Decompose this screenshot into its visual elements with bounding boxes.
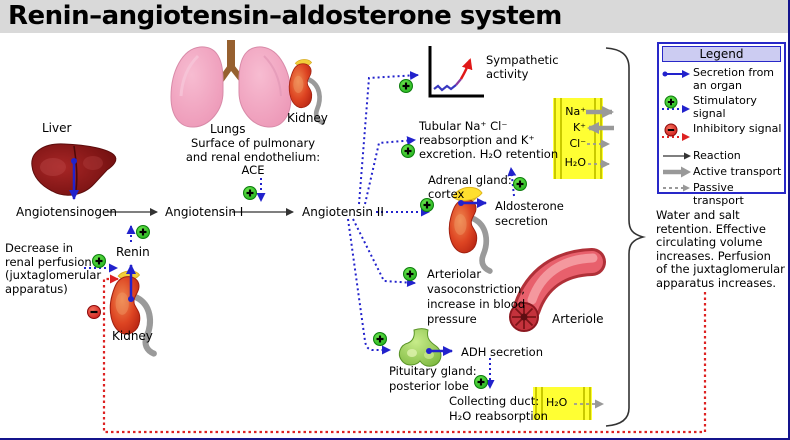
duct-ion-label-h2o: H₂O [546, 396, 568, 409]
legend-item-inhibitory: Inhibitory signal [661, 121, 784, 142]
kidney-left-label: Kidney [112, 329, 153, 343]
passive-transport-arrows [574, 139, 610, 409]
liver-label: Liver [42, 121, 72, 135]
stimulatory-signal-icon [662, 95, 690, 113]
inhibitory-minus-icon [87, 305, 101, 319]
ion-label-na: Na⁺ [565, 105, 586, 118]
inhibitory-signal-icon [662, 123, 690, 141]
legend-item-reaction: Reaction [661, 148, 784, 163]
ion-label-k: K⁺ [572, 121, 586, 134]
active-transport-icon [663, 166, 691, 178]
legend-title: Legend [662, 46, 781, 62]
tubular-reabsorption-text: Tubular Na⁺ Cl⁻ reabsorption and K⁺ excr… [419, 119, 559, 161]
ion-label-cl: Cl⁻ [569, 137, 586, 150]
stimulatory-plus-icons [92, 79, 527, 389]
adh-secretion-label: ADH secretion [461, 345, 543, 359]
passive-transport-icon [663, 184, 690, 192]
pituitary-gland-label: Pituitary gland: posterior lobe [389, 364, 477, 393]
stimulatory-signal-arrows [84, 70, 517, 389]
water-salt-retention-text: Water and salt retention. Effective circ… [656, 208, 785, 290]
adrenal-gland-label: Adrenal gland: cortex [428, 173, 512, 201]
reaction-arrow-icon [663, 152, 691, 160]
ace-text: Surface of pulmonary and renal endotheli… [185, 136, 321, 177]
decrease-renal-perfusion-text: Decrease in renal perfusion (juxtaglomer… [5, 241, 102, 296]
legend-item-stimulatory: Stimulatory signal [661, 93, 784, 120]
arteriole-illustration [509, 248, 606, 332]
legend-item-secretion: Secretion from an organ [661, 65, 784, 92]
angiotensin-i-label: Angiotensin I [165, 205, 244, 219]
angiotensinogen-label: Angiotensinogen [16, 205, 117, 219]
lungs-illustration [170, 40, 292, 128]
ion-label-h2o: H₂O [564, 156, 586, 169]
collecting-duct-label: Collecting duct: H₂O reabsorption [449, 394, 548, 423]
sympathetic-activity-graph [428, 46, 484, 98]
legend-item-passive-transport: Passive transport [661, 180, 784, 207]
arteriole-label: Arteriole [552, 312, 604, 326]
secretion-arrow-icon [662, 70, 690, 78]
active-transport-arrows [586, 106, 614, 134]
arteriolar-vasoconstriction-text: Arteriolar vasoconstriction, increase in… [427, 267, 526, 326]
page-title: Renin–angiotensin–aldosterone system [0, 0, 788, 33]
aldosterone-secretion-label: Aldosterone secretion [495, 199, 564, 228]
kidney-top-label: Kidney [287, 111, 328, 125]
angiotensin-ii-label: Angiotensin II [302, 205, 384, 219]
legend-item-active-transport: Active transport [661, 164, 784, 179]
feedback-loop-path [102, 274, 707, 434]
legend-box: Legend Secretion from an organ Stimulato… [657, 42, 786, 206]
pituitary-illustration [398, 328, 442, 367]
lungs-label: Lungs [210, 122, 246, 136]
sympathetic-activity-label: Sympathetic activity [486, 53, 559, 81]
secretion-arrows [69, 158, 487, 356]
summary-brace [605, 47, 647, 427]
renin-label: Renin [116, 245, 150, 259]
